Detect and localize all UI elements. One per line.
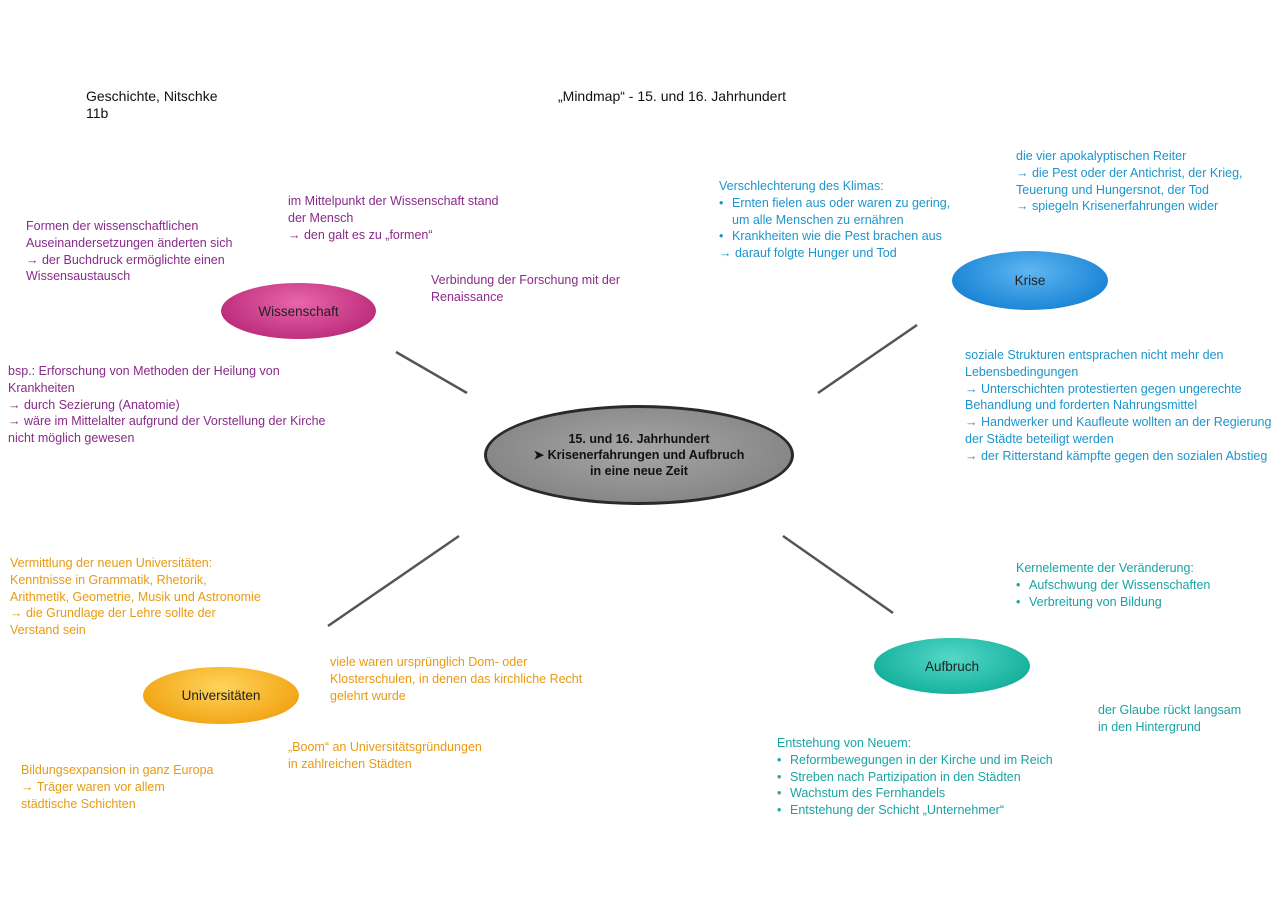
text-line: Renaissance (431, 289, 504, 304)
connector-krise (817, 323, 918, 395)
text-line: → durch Sezierung (Anatomie) (8, 397, 180, 412)
class-label: 11b (86, 105, 109, 121)
aufbruch-neues-block: Entstehung von Neuem: Reformbewegungen i… (777, 735, 1053, 819)
bullet-item: Streben nach Partizipation in den Städte… (777, 769, 1053, 786)
text-line: → Unterschichten protestierten gegen ung… (965, 381, 1242, 396)
aufbruch-kernelemente-block: Kernelemente der Veränderung: Aufschwung… (1016, 560, 1210, 610)
bullet-item: Verbreitung von Bildung (1016, 594, 1210, 611)
text-line: → darauf folgte Hunger und Tod (719, 246, 897, 261)
text-line: in den Hintergrund (1098, 719, 1201, 734)
universitaeten-bildung-block: Bildungsexpansion in ganz Europa → Träge… (21, 762, 214, 812)
wissenschaft-formen-block: Formen der wissenschaftlichen Auseinande… (26, 218, 232, 285)
text-line: Arithmetik, Geometrie, Musik und Astrono… (10, 589, 261, 604)
text-line: um alle Menschen zu ernähren (732, 212, 904, 227)
wissenschaft-verbindung-block: Verbindung der Forschung mit der Renaiss… (431, 272, 620, 306)
text-line: gelehrt wurde (330, 688, 406, 703)
text-line: im Mittelpunkt der Wissenschaft stand (288, 194, 499, 208)
node-krise: Krise (952, 251, 1108, 310)
text-line: Kenntnisse in Grammatik, Rhetorik, (10, 572, 207, 587)
text-line: → die Pest oder der Antichrist, der Krie… (1016, 165, 1243, 180)
universitaeten-vermittlung-block: Vermittlung der neuen Universitäten: Ken… (10, 555, 261, 639)
text-line: Klosterschulen, in denen das kirchliche … (330, 671, 583, 686)
krise-sozial-block: soziale Strukturen entsprachen nicht meh… (965, 347, 1271, 465)
text-line: Formen der wissenschaftlichen (26, 219, 199, 233)
text-line: → Handwerker und Kaufleute wollten an de… (965, 415, 1272, 430)
node-universitaeten: Universitäten (143, 667, 299, 724)
text-line: städtische Schichten (21, 796, 136, 811)
text-line: der Mensch (288, 210, 354, 225)
wissenschaft-bsp-block: bsp.: Erforschung von Methoden der Heilu… (8, 363, 326, 447)
text-line: Teuerung und Hungersnot, der Tod (1016, 182, 1209, 197)
text-line: Entstehung von Neuem: (777, 736, 912, 750)
text-line: → wäre im Mittelalter aufgrund der Vorst… (8, 414, 326, 429)
connector-wissenschaft (395, 350, 468, 395)
bullet-item: Ernten fielen aus oder waren zu gering, (719, 195, 950, 212)
node-wissenschaft: Wissenschaft (221, 283, 376, 339)
page-title: „Mindmap“ - 15. und 16. Jahrhundert (558, 88, 787, 104)
subject-teacher: Geschichte, Nitschke (86, 88, 218, 104)
bullet-text: Streben nach Partizipation in den Städte… (790, 769, 1021, 784)
text-line: bsp.: Erforschung von Methoden der Heilu… (8, 364, 280, 378)
subject-label: Geschichte, Nitschke 11b (86, 88, 218, 122)
node-aufbruch: Aufbruch (874, 638, 1030, 694)
krise-reiter-block: die vier apokalyptischen Reiter → die Pe… (1016, 148, 1243, 215)
bullet-item: Wachstum des Fernhandels (777, 785, 1053, 802)
text-line: Auseinandersetzungen änderten sich (26, 235, 233, 250)
bullet-text: Wachstum des Fernhandels (790, 786, 946, 801)
central-topic-subtitle-2: in eine neue Zeit (590, 464, 688, 478)
text-line: der Glaube rückt langsam (1098, 703, 1242, 717)
bullet-item: Reformbewegungen in der Kirche und im Re… (777, 752, 1053, 769)
universitaeten-boom-block: „Boom“ an Universitätsgründungen in zahl… (288, 739, 482, 773)
connector-universitaeten (327, 534, 460, 628)
text-line: Verstand sein (10, 623, 86, 638)
text-line: viele waren ursprünglich Dom- oder (330, 655, 528, 669)
text-line: Verschlechterung des Klimas: (719, 179, 884, 193)
text-line: Verbindung der Forschung mit der (431, 273, 620, 287)
text-line: Kernelemente der Veränderung: (1016, 561, 1194, 575)
text-line: Wissensaustausch (26, 269, 131, 284)
central-topic-title: 15. und 16. Jahrhundert (568, 432, 710, 446)
bullet-item: Krankheiten wie die Pest brachen aus (719, 228, 950, 245)
text-line: „Boom“ an Universitätsgründungen (288, 740, 482, 754)
bullet-item: Aufschwung der Wissenschaften (1016, 577, 1210, 594)
text-line: soziale Strukturen entsprachen nicht meh… (965, 348, 1224, 362)
bullet-text: Reformbewegungen in der Kirche und im Re… (790, 752, 1053, 767)
bullet-text: Entstehung der Schicht „Unternehmer“ (790, 803, 1004, 818)
universitaeten-domschulen-block: viele waren ursprünglich Dom- oder Klost… (330, 654, 582, 704)
bullet-text: Krankheiten wie die Pest brachen aus (732, 229, 942, 244)
bullet-text: Aufschwung der Wissenschaften (1029, 577, 1211, 592)
bullet-text: Ernten fielen aus oder waren zu gering, (732, 195, 951, 210)
text-line: nicht möglich gewesen (8, 431, 135, 446)
text-line: → den galt es zu „formen“ (288, 227, 433, 242)
connector-aufbruch (782, 534, 894, 615)
text-line: → die Grundlage der Lehre sollte der (10, 606, 216, 621)
text-line: → spiegeln Krisenerfahrungen wider (1016, 199, 1219, 214)
wissenschaft-mittelpunkt-block: im Mittelpunkt der Wissenschaft stand de… (288, 193, 499, 243)
central-topic-node: 15. und 16. Jahrhundert ➤ Krisenerfahrun… (484, 405, 794, 505)
text-line: in zahlreichen Städten (288, 756, 412, 771)
aufbruch-glaube-block: der Glaube rückt langsam in den Hintergr… (1098, 702, 1241, 736)
text-line: Vermittlung der neuen Universitäten: (10, 556, 213, 570)
text-line: → Träger waren vor allem (21, 779, 165, 794)
text-line: Bildungsexpansion in ganz Europa (21, 763, 214, 777)
text-line: → der Ritterstand kämpfte gegen den sozi… (965, 448, 1268, 463)
krise-klima-block: Verschlechterung des Klimas: Ernten fiel… (719, 178, 950, 262)
text-line: der Städte beteiligt werden (965, 431, 1114, 446)
bullet-item: Entstehung der Schicht „Unternehmer“ (777, 802, 1053, 819)
text-line: Lebensbedingungen (965, 364, 1079, 379)
text-line: die vier apokalyptischen Reiter (1016, 149, 1187, 163)
central-topic-subtitle: ➤ Krisenerfahrungen und Aufbruch (533, 448, 745, 462)
text-line: Krankheiten (8, 380, 75, 395)
bullet-text: Verbreitung von Bildung (1029, 594, 1162, 609)
text-line: Behandlung und forderten Nahrungsmittel (965, 398, 1198, 413)
text-line: → der Buchdruck ermöglichte einen (26, 252, 225, 267)
